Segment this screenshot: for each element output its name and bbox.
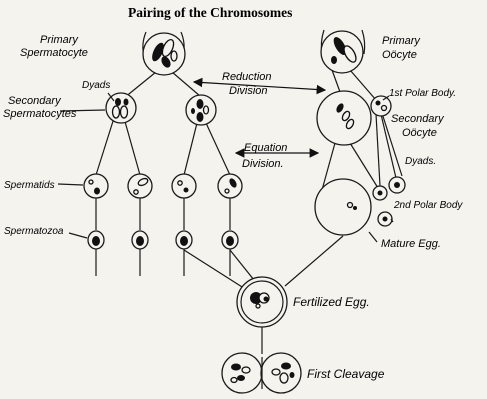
- fertilized-egg-cell: [237, 277, 287, 327]
- primary-spermatocyte-cell: [143, 32, 185, 75]
- label-primary-oocyte-1: Primary: [382, 35, 421, 47]
- label-first-cleavage: First Cleavage: [307, 367, 385, 381]
- first-polar-body: [371, 96, 391, 116]
- spermatozoon-1: [88, 231, 104, 249]
- polar-body-dyad-1: [389, 177, 405, 193]
- mature-egg-cell: [315, 179, 371, 235]
- label-reduction-division-2: Division: [229, 85, 268, 97]
- label-dyads-left: Dyads: [82, 80, 110, 91]
- label-spermatids: Spermatids: [4, 180, 55, 191]
- primary-oocyte-cell: [321, 30, 365, 73]
- spermatozoon-2: [132, 231, 148, 249]
- label-reduction-division-1: Reduction: [222, 71, 272, 83]
- secondary-spermatocyte-left: [106, 93, 136, 123]
- label-spermatozoa: Spermatozoa: [4, 226, 64, 237]
- label-dyads-right: Dyads.: [405, 156, 436, 167]
- label-secondary-oocyte-1: Secondary: [391, 113, 445, 125]
- spermatid-2: [128, 174, 152, 198]
- label-secondary-spermatocytes-2: Spermatocytes: [3, 108, 77, 120]
- spermatid-1: [84, 174, 108, 198]
- label-second-polar-body: 2nd Polar Body: [393, 200, 463, 211]
- diagram-title: Pairing of the Chromosomes: [128, 5, 292, 20]
- label-equation-division-1: Equation: [244, 142, 287, 154]
- second-polar-body-cell: [378, 212, 392, 226]
- label-primary-oocyte-2: Oöcyte: [382, 49, 417, 61]
- label-first-polar-body: 1st Polar Body.: [389, 88, 456, 99]
- polar-body-dyad-2: [373, 186, 387, 200]
- label-secondary-oocyte-2: Oöcyte: [402, 127, 437, 139]
- spermatid-3: [172, 174, 196, 198]
- label-fertilized-egg: Fertilized Egg.: [293, 295, 370, 309]
- label-mature-egg: Mature Egg.: [381, 238, 441, 250]
- first-cleavage-cell: [222, 353, 301, 393]
- label-primary-spermatocyte-2: Spermatocyte: [20, 47, 88, 59]
- spermatid-4: [218, 174, 242, 198]
- label-secondary-spermatocytes-1: Secondary: [8, 95, 62, 107]
- label-equation-division-2: Division.: [242, 158, 284, 170]
- spermatozoon-4: [222, 231, 238, 249]
- spermatozoon-3: [176, 231, 192, 249]
- secondary-oocyte-cell: [317, 91, 371, 145]
- secondary-spermatocyte-right: [186, 95, 216, 125]
- label-primary-spermatocyte-1: Primary: [40, 34, 79, 46]
